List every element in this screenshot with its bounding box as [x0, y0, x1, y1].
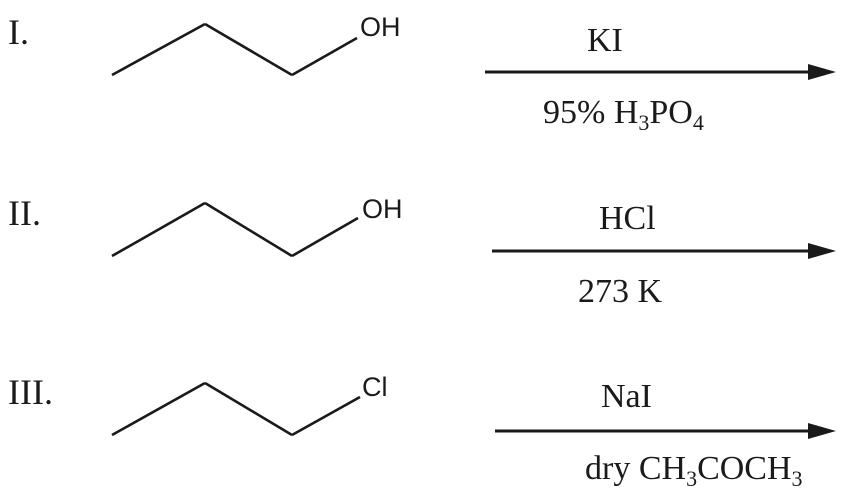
formula-subscript: 4: [692, 110, 704, 135]
reagent-below-1: 95% H3PO4: [543, 94, 704, 134]
reagent-below-2: 273 K: [578, 275, 662, 309]
formula-subscript: 3: [791, 466, 803, 491]
skeleton-reaction-3: [111, 381, 361, 437]
formula-text: 95% H: [543, 94, 639, 131]
reagent-above-2: HCl: [599, 200, 656, 237]
reaction-label-1: I.: [8, 12, 29, 52]
terminal-atom-3: Cl: [362, 372, 388, 402]
reagent-above-3: NaI: [601, 378, 652, 415]
formula-subscript: 3: [686, 466, 698, 491]
reaction-label-3: III.: [8, 372, 53, 412]
formula-subscript: 3: [638, 110, 650, 135]
reaction-label-2: II.: [8, 193, 41, 233]
terminal-atom-2: OH: [362, 194, 403, 224]
arrow-reaction-2: [492, 243, 836, 259]
formula-text: COCH: [697, 450, 792, 487]
formula-text: PO: [649, 94, 693, 131]
skeleton-reaction-2: [111, 201, 359, 258]
terminal-atom-1: OH: [360, 12, 401, 42]
skeleton-reaction-1: [111, 22, 358, 77]
formula-text: 273 K: [578, 273, 663, 310]
reagent-below-3: dry CH3COCH3: [585, 450, 803, 490]
reagent-above-1: KI: [587, 22, 623, 59]
formula-text: dry CH: [585, 450, 687, 487]
arrow-reaction-3: [495, 423, 836, 439]
arrow-reaction-1: [485, 64, 836, 80]
